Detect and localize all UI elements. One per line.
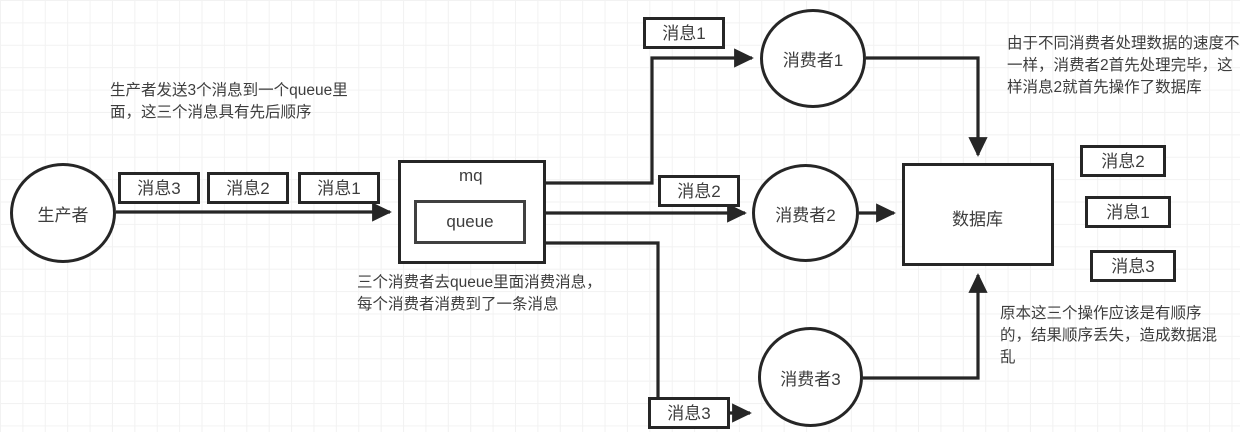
node-consumer-3-label: 消费者3 [780,369,841,389]
node-mq-label: mq [459,166,483,185]
node-consumer-1-label: 消费者1 [782,51,844,70]
node-consumer-1[interactable]: 消费者1 [760,9,866,108]
edge-mq-to-consumer1 [546,48,754,185]
producer-message-box-1[interactable]: 消息1 [298,172,380,204]
result-stack-box-2[interactable]: 消息1 [1085,196,1171,228]
channel-message-label-2: 消息2 [677,181,721,201]
note-producer: 生产者发送3个消息到一个queue里面，这三个消息具有先后顺序 [110,82,348,121]
node-database[interactable] [902,163,1054,266]
edge-mq-to-consumer3 [546,241,752,423]
channel-message-box-2[interactable]: 消息2 [658,175,740,207]
channel-message-box-1[interactable]: 消息1 [643,17,725,49]
result-stack-box-3[interactable]: 消息3 [1090,250,1176,282]
node-database-label: 数据库 [952,210,1003,229]
producer-message-label-1: 消息1 [317,178,361,198]
producer-message-box-3[interactable]: 消息3 [118,172,200,204]
node-consumer-2-label: 消费者2 [775,205,836,225]
result-stack-label-3: 消息3 [1111,256,1155,276]
node-producer[interactable]: 生产者 [10,163,116,263]
edge-consumer3-to-database [863,273,988,380]
note-consume: 三个消费者去queue里面消费消息，每个消费者消费到了一条消息 [357,274,602,313]
node-queue-label: queue [446,212,494,231]
producer-message-box-2[interactable]: 消息2 [207,172,289,204]
note-speed: 由于不同消费者处理数据的速度不一样，消费者2首先处理完毕，这样消息2就首先操作了… [1007,35,1240,96]
producer-message-label-3: 消息3 [137,178,181,198]
edge-consumer1-to-database [866,56,988,157]
node-queue[interactable]: queue [414,200,526,244]
node-consumer-2[interactable]: 消费者2 [752,164,859,262]
channel-message-label-1: 消息1 [662,23,706,43]
result-stack-label-1: 消息2 [1101,151,1145,171]
node-consumer-3[interactable]: 消费者3 [758,327,863,427]
channel-message-box-3[interactable]: 消息3 [648,397,730,429]
node-producer-label: 生产者 [37,205,89,225]
note-disorder: 原本这三个操作应该是有顺序的，结果顺序丢失，造成数据混乱 [1000,305,1218,366]
result-stack-label-2: 消息1 [1106,202,1150,222]
channel-message-label-3: 消息3 [667,403,711,423]
result-stack-box-1[interactable]: 消息2 [1080,145,1166,177]
producer-message-label-2: 消息2 [226,178,270,198]
